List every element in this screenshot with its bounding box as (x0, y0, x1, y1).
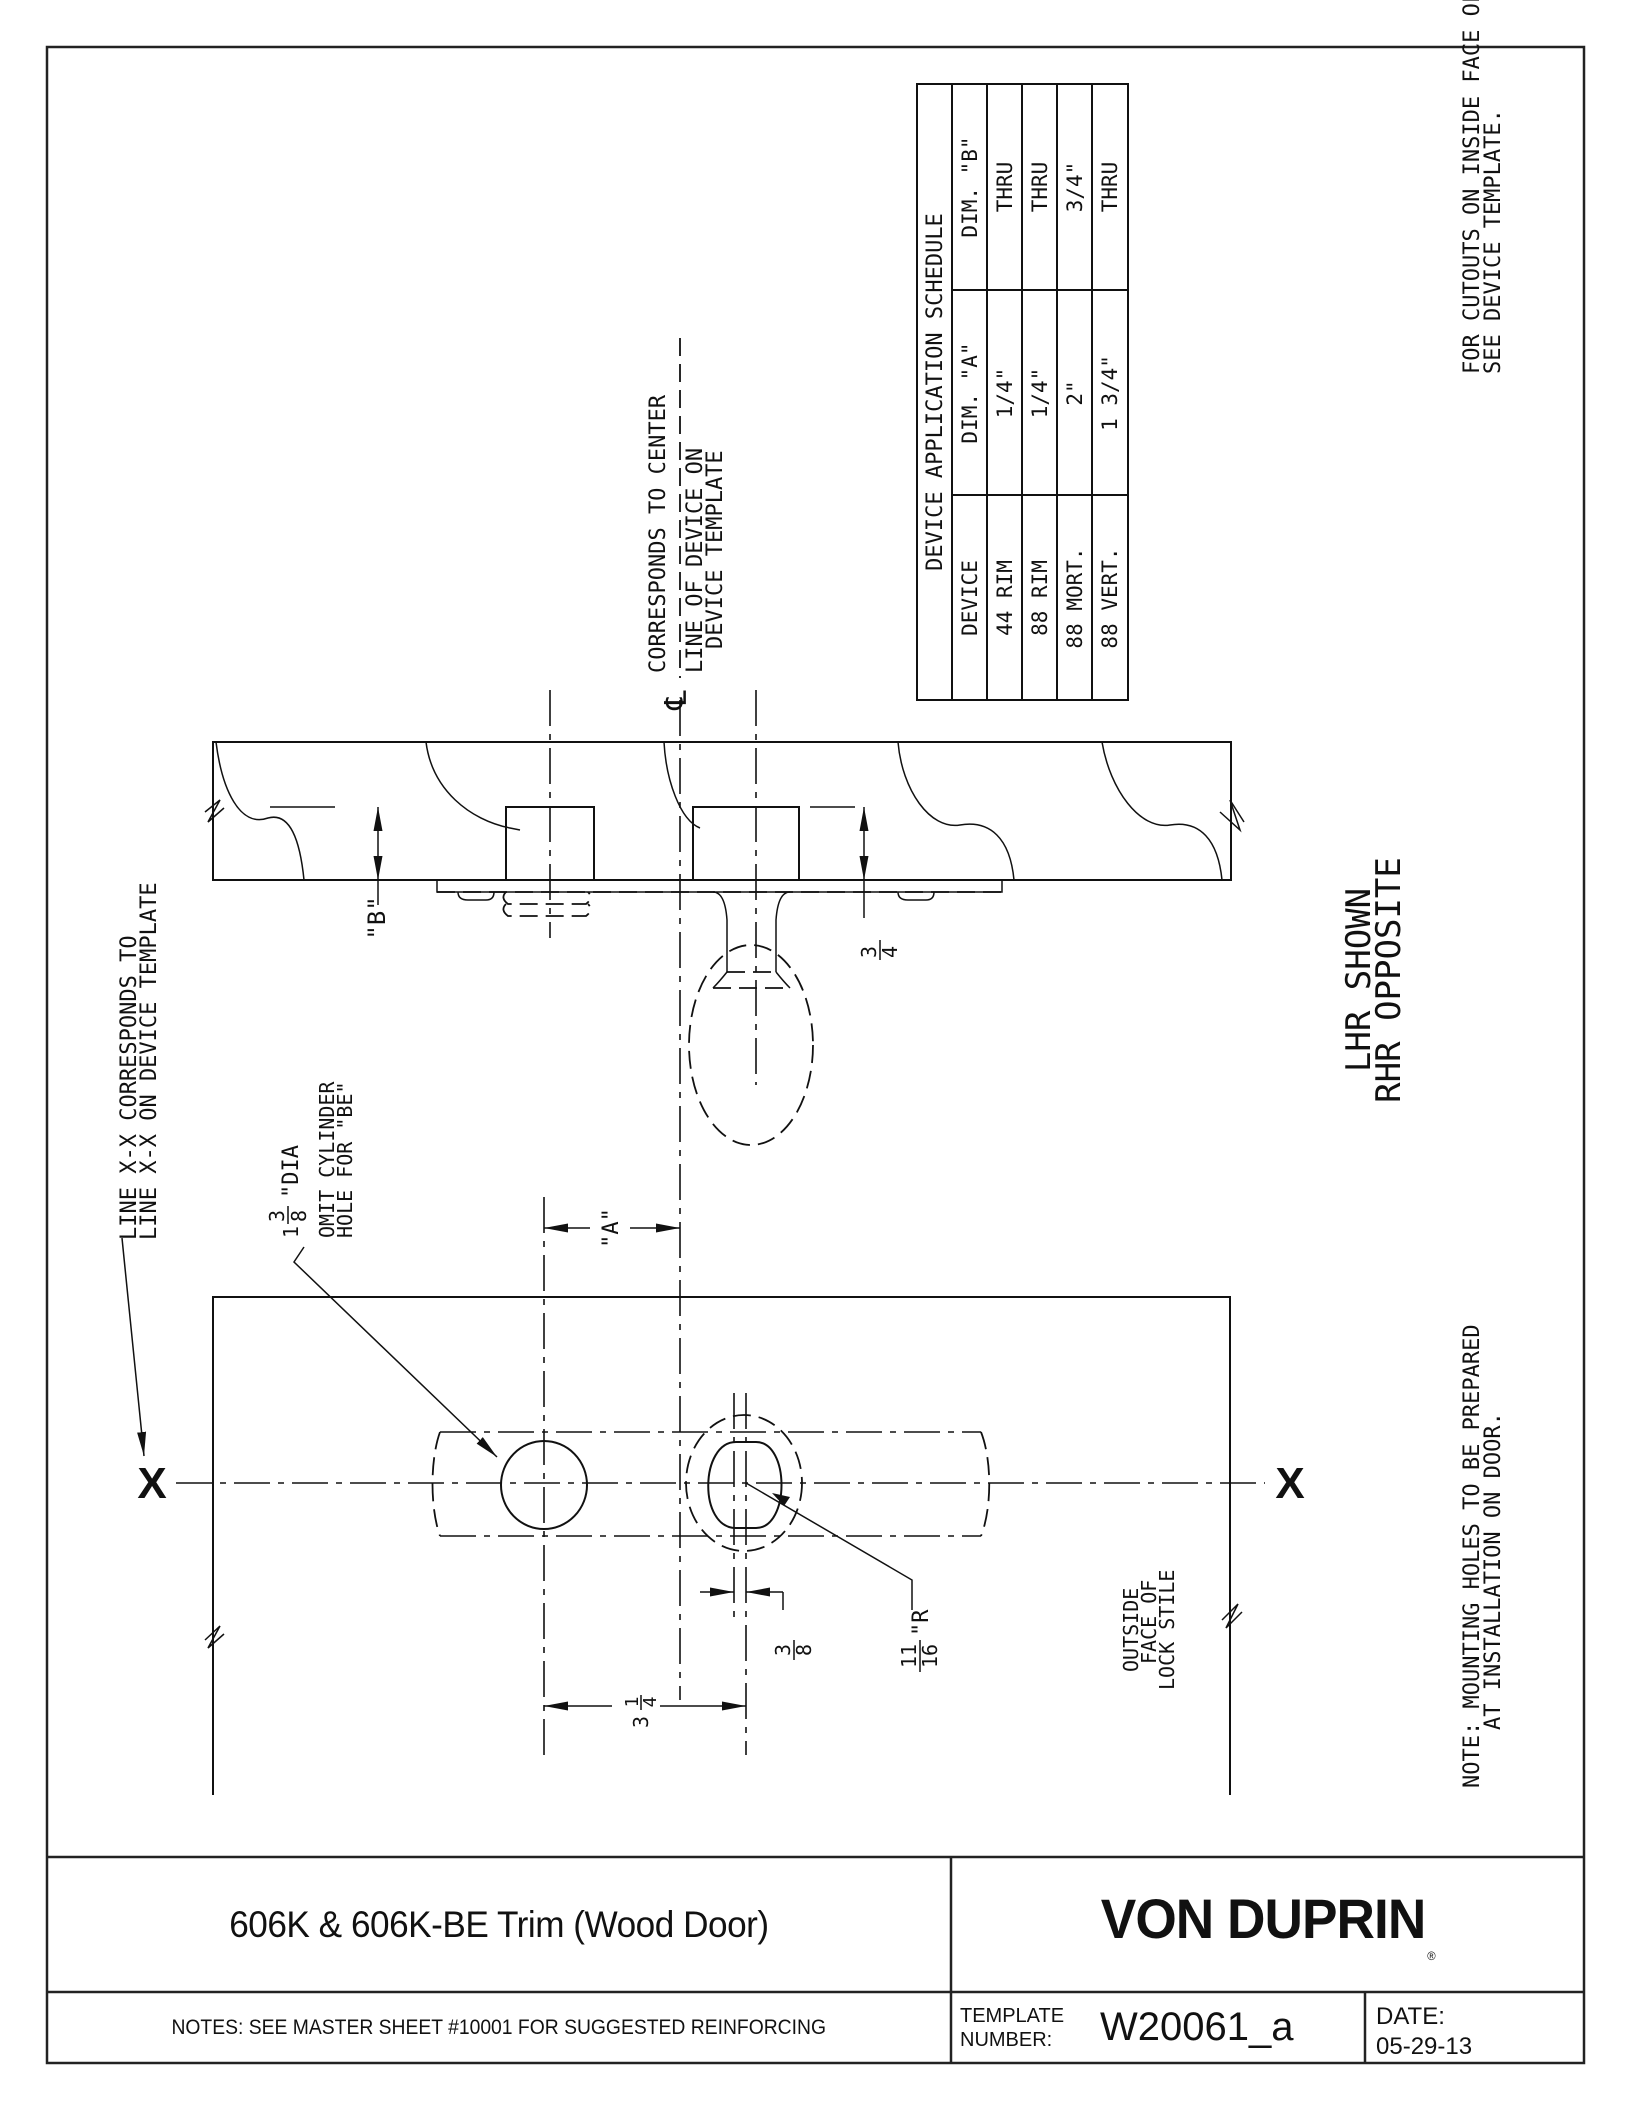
dim-3-1-4-whole: 3 (629, 1716, 653, 1728)
reinforcing-notes: NOTES: SEE MASTER SHEET #10001 FOR SUGGE… (171, 2015, 827, 2039)
door-section-view: "B" 3 4 (204, 690, 1245, 1700)
dim-three-quarter-den: 4 (878, 946, 902, 958)
schedule-title: DEVICE APPLICATION SCHEDULE (923, 213, 948, 571)
dim-a-label: "A" (599, 1208, 624, 1248)
title-block-title-cell: 606K & 606K-BE Trim (Wood Door) (47, 1857, 951, 1992)
outside-face-note-1: OUTSIDE (1119, 1588, 1143, 1672)
outside-face-note-3: LOCK STILE (1155, 1570, 1179, 1690)
dim-three-quarter-num: 3 (857, 946, 881, 958)
date-value: 05-29-13 (1376, 2033, 1473, 2060)
dim-3-8-den: 8 (792, 1644, 816, 1656)
cutouts-note-line-2: SEE DEVICE TEMPLATE. (1481, 109, 1506, 374)
drawing-title: 606K & 606K-BE Trim (Wood Door) (229, 1903, 769, 1945)
dim-3-1-4-den: 4 (640, 1697, 661, 1708)
schedule-cell: 88 MORT. (1063, 547, 1087, 648)
schedule-cell: 2" (1063, 380, 1087, 405)
cutouts-note-line-1: FOR CUTOUTS ON INSIDE FACE OF DOOR (1460, 0, 1485, 374)
x-mark-left: X (137, 1459, 166, 1508)
title-block-logo-cell: VON DUPRIN® (951, 1857, 1584, 1992)
device-application-schedule: DEVICE APPLICATION SCHEDULE DEVICE DIM. … (916, 83, 1129, 701)
registered-mark: ® (1426, 1949, 1435, 1963)
centerline-label-1: CORRESPONDS TO CENTER (646, 394, 671, 673)
date-label: DATE: (1376, 2003, 1445, 2030)
hand-note-line-2: RHR OPPOSITE (1369, 857, 1409, 1103)
schedule-cell: 1/4" (993, 368, 1017, 419)
schedule-cell: THRU (1098, 162, 1122, 213)
schedule-cell: 88 RIM (1028, 560, 1052, 636)
door-elevation-view: 3 8 11 16 "R 3 1 4 OUTSIDE FACE OF LOCK … (176, 1296, 1265, 1795)
schedule-header-dim-b: DIM. "B" (958, 136, 982, 237)
template-label-line-2: NUMBER: (960, 2029, 1053, 2051)
template-label-line-1: TEMPLATE (960, 2005, 1065, 2027)
line-xx-note-2: LINE X-X ON DEVICE TEMPLATE (137, 882, 162, 1240)
dim-11-16-den: 16 (918, 1644, 942, 1668)
sheet-border (45, 45, 1586, 2065)
dim-3-8-num: 3 (771, 1644, 795, 1656)
mounting-holes-note-line-2: AT INSTALLATION ON DOOR. (1481, 1412, 1506, 1730)
schedule-cell: 1/4" (1028, 368, 1052, 419)
x-mark-right: X (1275, 1459, 1304, 1508)
line-xx-note-1: LINE X-X CORRESPONDS TO (117, 935, 142, 1240)
centerline-label-2: LINE OF DEVICE ON (683, 448, 708, 673)
omit-cylinder-note-2: HOLE FOR "BE" (333, 1081, 357, 1238)
cyl-dia-den: 8 (287, 1210, 311, 1222)
schedule-cell: 3/4" (1063, 162, 1087, 213)
cyl-dia-suffix: "DIA (279, 1145, 304, 1198)
dim-3-1-4-num: 1 (622, 1697, 643, 1708)
cyl-dia-whole: 1 (279, 1226, 303, 1238)
schedule-header-dim-a: DIM. "A" (958, 342, 982, 443)
omit-cylinder-note-1: OMIT CYLINDER (315, 1081, 339, 1238)
dim-11-16-suffix: "R (909, 1609, 934, 1636)
schedule-header-device: DEVICE (958, 560, 982, 636)
schedule-cell: 1 3/4" (1098, 355, 1122, 431)
centerline-label-3: DEVICE TEMPLATE (703, 450, 728, 649)
date-block: DATE: 05-29-13 (1376, 2002, 1472, 2062)
mounting-holes-note-line-1: NOTE: MOUNTING HOLES TO BE PREPARED (1460, 1324, 1485, 1788)
cyl-dia-num: 3 (265, 1210, 289, 1222)
brand-logo: VON DUPRIN® (1100, 1887, 1436, 1963)
schedule-cell: THRU (1028, 162, 1052, 213)
schedule-cell: 88 VERT. (1098, 547, 1122, 648)
schedule-cell: 44 RIM (993, 560, 1017, 636)
outside-face-note-2: FACE OF (1137, 1580, 1161, 1664)
dim-b-label: "B" (363, 896, 391, 939)
centerline-symbol: ℄ (659, 690, 694, 711)
hand-note-line-1: LHR SHOWN (1339, 888, 1379, 1072)
schedule-cell: THRU (993, 162, 1017, 213)
template-number-label: TEMPLATE NUMBER: (960, 2004, 1065, 2052)
dim-11-16-num: 11 (897, 1644, 921, 1668)
template-number: W20061_a (1100, 2005, 1294, 2049)
title-block-notes-cell: NOTES: SEE MASTER SHEET #10001 FOR SUGGE… (47, 1992, 951, 2063)
